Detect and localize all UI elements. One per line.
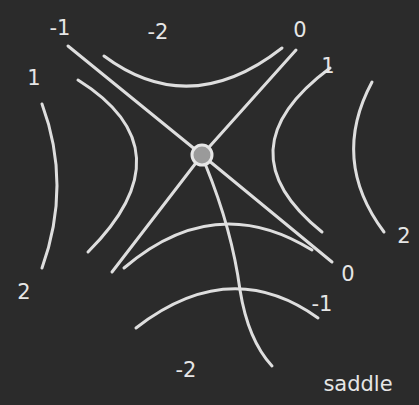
contour-value: 1 <box>27 68 40 89</box>
contour-line <box>78 80 137 252</box>
contour-value: -2 <box>148 22 169 43</box>
contour-value: 2 <box>397 226 410 247</box>
contour-value: -1 <box>50 18 71 39</box>
annotation-label: saddle <box>323 374 392 395</box>
contour-value: 0 <box>293 20 306 41</box>
contour-line <box>136 289 318 328</box>
contour-line <box>354 82 384 232</box>
contour-value: 2 <box>17 282 30 303</box>
contour-line <box>104 48 282 86</box>
contour-line <box>124 224 312 268</box>
contour-value: 0 <box>341 264 354 285</box>
contour-value: -2 <box>176 360 197 381</box>
contour-value: 1 <box>321 56 334 77</box>
contour-line <box>273 68 330 232</box>
contour-line <box>42 104 57 268</box>
leader-line <box>206 166 272 366</box>
contour-value: -1 <box>312 294 333 315</box>
saddle-point <box>192 145 212 165</box>
separatrix <box>68 46 332 262</box>
